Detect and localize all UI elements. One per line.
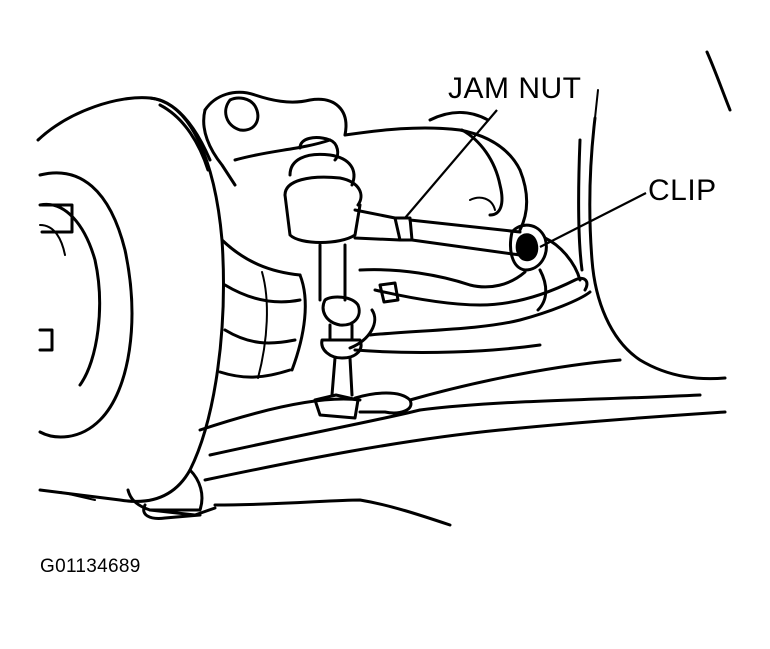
knuckle-drawing (202, 90, 529, 232)
frame-drawing (577, 50, 732, 381)
tie-rod-end-drawing (283, 136, 522, 302)
jam-nut-leader-line (404, 109, 498, 219)
lower-arm-drawing (142, 358, 727, 527)
clip-drawing (509, 223, 582, 312)
boot-drawing (218, 238, 307, 379)
jam-nut-label: JAM NUT (448, 72, 582, 105)
center-link-drawing (348, 268, 592, 354)
clip-label: CLIP (648, 174, 717, 207)
stud-drawing (313, 295, 413, 420)
clip-leader-line (539, 192, 647, 248)
wheel-hub-drawing (36, 96, 225, 517)
figure-id: G01134689 (40, 556, 141, 577)
